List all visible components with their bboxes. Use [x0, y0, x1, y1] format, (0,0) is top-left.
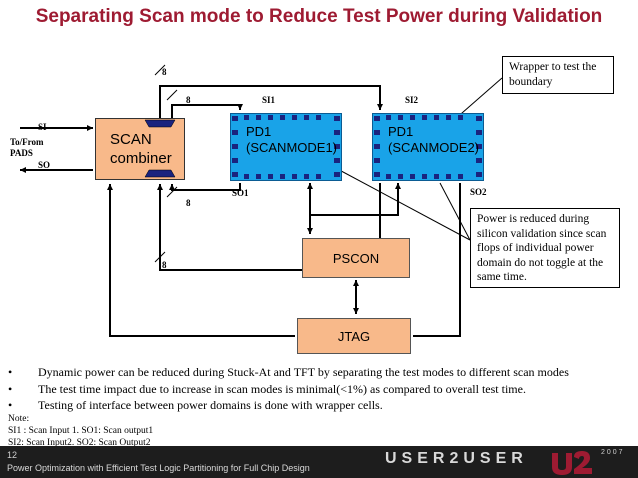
pd2-block: PD1 (SCANMODE2) — [372, 113, 484, 181]
pd1-block: PD1 (SCANMODE1) — [230, 113, 342, 181]
bus-width-mid: 8 — [162, 260, 167, 270]
notes-block: Note: SI1 : Scan Input 1. SO1: Scan outp… — [8, 413, 153, 449]
pd2-pscon-link — [310, 183, 401, 216]
wrapper-callout: Wrapper to test the boundary — [502, 56, 614, 94]
bus-to-si1 — [171, 104, 243, 118]
scan-combiner-tabs — [144, 119, 176, 178]
bullet-text: The test time impact due to increase in … — [38, 381, 526, 396]
bus-from-so1 — [169, 183, 241, 191]
bullet-text: Dynamic power can be reduced during Stuc… — [38, 365, 569, 379]
brand-logo-text: USER2USER — [385, 450, 528, 467]
to-from-label: To/From — [10, 137, 44, 147]
pd2-line2: (SCANMODE2) — [388, 140, 480, 155]
pd1-wrapper-cells — [232, 115, 340, 179]
scan-combiner-block: SCAN combiner — [95, 118, 185, 180]
bus-slash-top — [154, 64, 166, 76]
si-label: SI — [38, 122, 47, 132]
pads-label: PADS — [10, 148, 33, 158]
bus-width-top: 8 — [162, 67, 167, 77]
bus-width-so1: 8 — [186, 198, 191, 208]
brand-year: 2007 — [601, 449, 625, 456]
bullet-item: • Testing of interface between power dom… — [8, 397, 638, 414]
pd1-line2: (SCANMODE1) — [246, 140, 338, 155]
footer-text: Power Optimization with Efficient Test L… — [7, 463, 310, 473]
bullet-text: Testing of interface between power domai… — [38, 398, 383, 412]
power-pointer-2 — [439, 182, 471, 241]
bullet-marker: • — [8, 381, 13, 396]
si1-label: SI1 — [262, 95, 276, 105]
u2u-logo-icon — [552, 451, 592, 475]
scan-combiner-line2: combiner — [110, 150, 172, 167]
bullet-item: • Dynamic power can be reduced during St… — [8, 364, 638, 381]
jtag-loop — [107, 184, 295, 337]
slide-title: Separating Scan mode to Reduce Test Powe… — [35, 6, 603, 27]
scan-combiner-line1: SCAN — [110, 131, 152, 148]
jtag-right — [413, 183, 461, 337]
power-callout: Power is reduced during silicon validati… — [470, 208, 620, 288]
pd1-line1: PD1 — [246, 124, 272, 139]
pd2-wrapper-cells — [374, 115, 482, 179]
so2-label: SO2 — [470, 187, 487, 197]
notes-line2: SI2: Scan Input2. SO2: Scan Output2 — [8, 438, 151, 448]
bullet-marker: • — [8, 365, 13, 379]
bus-width-si1: 8 — [186, 95, 191, 105]
si2-label: SI2 — [405, 95, 419, 105]
so-label: SO — [38, 160, 51, 170]
pd2-line1: PD1 — [388, 124, 414, 139]
bus-slash-mid — [154, 251, 166, 263]
so1-label: SO1 — [232, 188, 249, 198]
bus-slash-si1 — [166, 89, 178, 101]
bullet-item: • The test time impact due to increase i… — [8, 381, 638, 398]
bullet-list: • Dynamic power can be reduced during St… — [8, 364, 638, 414]
bus-to-si2 — [159, 85, 383, 118]
footer-bar: 12 Power Optimization with Efficient Tes… — [0, 446, 638, 478]
bus-from-so2 — [157, 183, 381, 271]
page-number: 12 — [7, 450, 18, 460]
bus-slash-so1 — [166, 186, 178, 198]
jtag-block: JTAG — [297, 318, 411, 354]
bullet-marker: • — [8, 398, 13, 412]
power-pointer-1 — [329, 164, 471, 241]
pscon-block: PSCON — [302, 238, 410, 278]
notes-line1: SI1 : Scan Input 1. SO1: Scan output1 — [8, 426, 154, 436]
notes-heading: Note: — [8, 414, 30, 424]
